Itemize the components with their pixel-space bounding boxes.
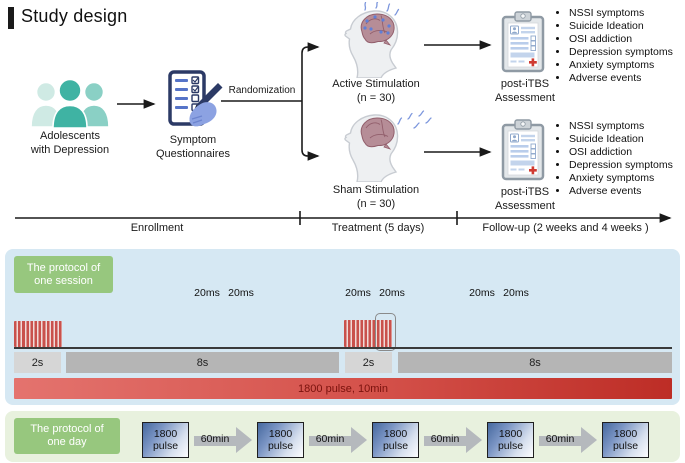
zoom-region-outline — [375, 313, 396, 351]
pulse-session-box: 1800 pulse — [257, 422, 304, 458]
phase-treatment: Treatment (5 days) — [331, 222, 425, 234]
arrow-head-icon — [466, 427, 482, 453]
sham-stimulation-head-icon — [344, 110, 432, 182]
outcome-item: NSSI symptoms — [569, 7, 685, 20]
session-protocol-title: The protocol of one session — [14, 256, 113, 293]
questionnaire-icon — [168, 70, 223, 127]
pulse-session-box: 1800 pulse — [372, 422, 419, 458]
adolescents-group-icon — [30, 80, 110, 128]
active-arm-n: (n = 30) — [356, 92, 396, 104]
active-arm-label: Active Stimulation — [332, 78, 420, 90]
interval-label: 60min — [430, 433, 460, 445]
interval-arrow: 60min — [307, 427, 369, 454]
outcome-item: Suicide Ideation — [569, 133, 685, 146]
assessment-label-bottom: post-iTBS Assessment — [495, 186, 555, 212]
segment-2s: 2s — [345, 352, 392, 373]
pulse-session-box: 1800 pulse — [142, 422, 189, 458]
outcome-item: Anxiety symptoms — [569, 59, 685, 72]
outcome-item: Suicide Ideation — [569, 20, 685, 33]
interval-arrow: 60min — [422, 427, 484, 454]
tick-interval-label: 20ms — [469, 287, 495, 299]
pulse-train-baseline — [14, 347, 672, 349]
arrow-head-icon — [581, 427, 597, 453]
questionnaires-label: Symptom Questionnaires — [156, 134, 230, 160]
interval-label: 60min — [315, 433, 345, 445]
pulse-burst-block-1 — [14, 321, 62, 347]
arrow-head-icon — [351, 427, 367, 453]
outcome-item: Depression symptoms — [569, 46, 685, 59]
session-total-bar: 1800 pulse, 10min — [14, 378, 672, 399]
outcome-item: Depression symptoms — [569, 159, 685, 172]
phase-enrollment: Enrollment — [130, 222, 184, 234]
interval-arrow: 60min — [537, 427, 599, 454]
sham-arm-n: (n = 30) — [356, 198, 396, 210]
arrow-tail — [539, 436, 581, 446]
segment-8s: 8s — [66, 352, 339, 373]
assessment-clipboard-icon-bottom — [501, 119, 545, 181]
red-cross-icon — [529, 166, 537, 175]
tick-interval-label: 20ms — [379, 287, 405, 299]
day-protocol-title: The protocol of one day — [14, 418, 120, 454]
interval-label: 60min — [200, 433, 230, 445]
sham-arm-label: Sham Stimulation — [332, 184, 420, 196]
title-accent-bar — [8, 7, 14, 29]
active-stimulation-head-icon — [344, 2, 400, 78]
assessment-label-top: post-iTBS Assessment — [495, 78, 555, 104]
outcome-item: Adverse events — [569, 72, 685, 85]
arrow-tail — [309, 436, 351, 446]
arrow-tail — [194, 436, 236, 446]
stimulation-dots — [363, 15, 391, 35]
phase-followup: Follow-up (2 weeks and 4 weeks ) — [482, 222, 649, 234]
outcome-item: Anxiety symptoms — [569, 172, 685, 185]
randomization-label: Randomization — [228, 85, 296, 96]
arrow-head-icon — [236, 427, 252, 453]
branch-to-sham — [301, 101, 320, 161]
pulse-session-box: 1800 pulse — [602, 422, 649, 458]
population-label: Adolescents with Depression — [30, 130, 110, 156]
outcomes-list-bottom: NSSI symptoms Suicide Ideation OSI addic… — [556, 120, 685, 197]
interval-arrow: 60min — [192, 427, 254, 454]
tick-interval-label: 20ms — [345, 287, 371, 299]
interval-label: 60min — [545, 433, 575, 445]
outcome-item: NSSI symptoms — [569, 120, 685, 133]
outcome-item: Adverse events — [569, 185, 685, 198]
page-title: Study design — [21, 6, 128, 26]
tick-interval-label: 20ms — [194, 287, 220, 299]
pulse-session-box: 1800 pulse — [487, 422, 534, 458]
arrow-tail — [424, 436, 466, 446]
segment-2s: 2s — [14, 352, 61, 373]
outcomes-list-top: NSSI symptoms Suicide Ideation OSI addic… — [556, 7, 685, 84]
tick-interval-label: 20ms — [228, 287, 254, 299]
outcome-item: OSI addiction — [569, 33, 685, 46]
outcome-item: OSI addiction — [569, 146, 685, 159]
red-cross-icon — [529, 58, 537, 67]
segment-8s: 8s — [398, 352, 672, 373]
assessment-clipboard-icon-top — [501, 11, 545, 73]
tick-interval-label: 20ms — [503, 287, 529, 299]
pulse-burst-block-2 — [344, 320, 392, 347]
